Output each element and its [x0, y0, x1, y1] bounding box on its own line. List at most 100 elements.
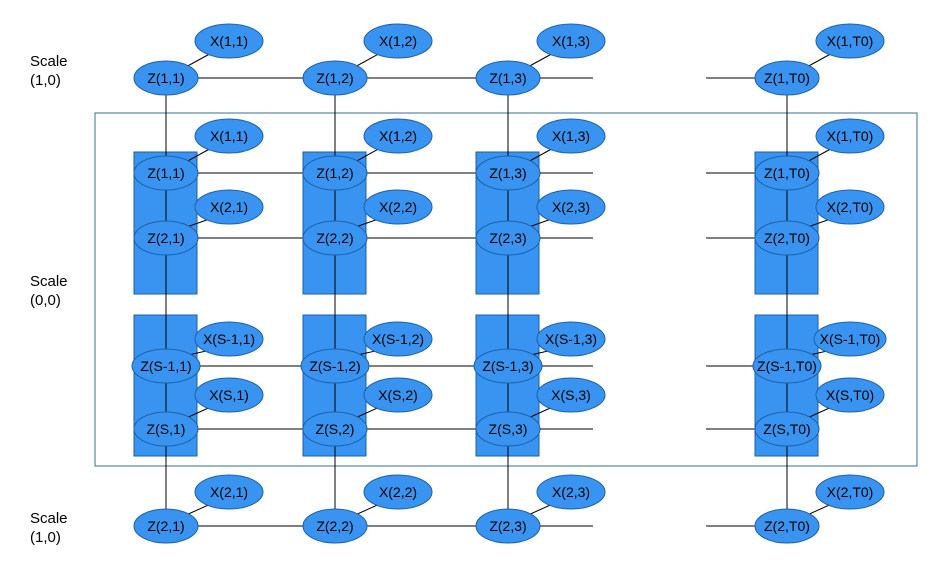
bottom-x-node-4-label: X(2,T0)	[827, 484, 874, 500]
mid3-x-node-3-label: X(S-1,3)	[545, 331, 597, 347]
mid2-z-node-3-label: Z(2,3)	[489, 230, 526, 246]
mid2-z-node-3-shape	[475, 220, 541, 256]
mid4-z-node-3-shape	[475, 411, 541, 447]
mid1-x-node-1-label: X(1,1)	[210, 128, 248, 144]
mid1-x-node-4-shape	[815, 118, 885, 154]
mid1-x-node-1: X(1,1)	[194, 118, 264, 154]
mid3-z-node-1-shape	[131, 348, 201, 384]
top-x-node-3-shape	[536, 23, 606, 59]
mid3-x-node-2-label: X(S-1,2)	[372, 331, 424, 347]
top-z-node-4-shape	[754, 60, 820, 96]
mid3-z-node-1: Z(S-1,1)	[131, 348, 201, 384]
bottom-z-node-3-label: Z(2,3)	[489, 518, 526, 534]
mid3-x-node-2-shape	[363, 321, 433, 357]
mid4-z-node-3-label: Z(S,3)	[489, 421, 528, 437]
mid4-z-node-1: Z(S,1)	[133, 411, 199, 447]
mid3-z-node-4: Z(S-1,T0)	[752, 348, 822, 384]
mid4-x-node-1-label: X(S,1)	[209, 387, 249, 403]
mid1-z-node-4: Z(1,T0)	[754, 155, 820, 191]
top-z-node-1-shape	[133, 60, 199, 96]
mid1-x-node-4: X(1,T0)	[815, 118, 885, 154]
top-x-node-3-label: X(1,3)	[552, 33, 590, 49]
bottom-z-node-1-shape	[133, 508, 199, 544]
scale-label-middle: Scale (0,0)	[30, 272, 68, 310]
mid3-z-node-3: Z(S-1,3)	[473, 348, 543, 384]
mid3-z-node-3-label: Z(S-1,3)	[482, 358, 533, 374]
mid4-x-node-1-shape	[194, 377, 264, 413]
scale-00-frame	[94, 112, 918, 467]
top-x-node-4-shape	[815, 23, 885, 59]
mid4-z-node-1-shape	[133, 411, 199, 447]
top-x-node-2-shape	[363, 23, 433, 59]
mid1-z-node-3: Z(1,3)	[475, 155, 541, 191]
mid1-x-node-3-shape	[536, 118, 606, 154]
mid3-z-node-3-shape	[473, 348, 543, 384]
mid4-x-node-3-shape	[536, 377, 606, 413]
mid1-x-node-3: X(1,3)	[536, 118, 606, 154]
mid2-z-node-4-label: Z(2,T0)	[764, 230, 810, 246]
mid4-z-node-4-label: Z(S,T0)	[763, 421, 810, 437]
scale-label-bottom-line2: (1,0)	[30, 529, 61, 546]
bottom-x-node-2-label: X(2,2)	[379, 484, 417, 500]
mid1-x-node-3-label: X(1,3)	[552, 128, 590, 144]
mid1-x-node-4-label: X(1,T0)	[827, 128, 874, 144]
mid2-z-node-3: Z(2,3)	[475, 220, 541, 256]
mid4-x-node-2: X(S,2)	[363, 377, 433, 413]
scale-label-top-line2: (1,0)	[30, 72, 61, 89]
bottom-z-node-4-label: Z(2,T0)	[764, 518, 810, 534]
mid2-x-node-2-shape	[363, 189, 433, 225]
top-x-node-1-label: X(1,1)	[210, 33, 248, 49]
mid2-x-node-3: X(2,3)	[536, 189, 606, 225]
mid3-z-node-4-shape	[752, 348, 822, 384]
top-x-node-1-shape	[194, 23, 264, 59]
top-x-node-4: X(1,T0)	[815, 23, 885, 59]
bottom-x-node-3-label: X(2,3)	[552, 484, 590, 500]
mid1-z-node-1: Z(1,1)	[133, 155, 199, 191]
top-z-node-4: Z(1,T0)	[754, 60, 820, 96]
top-x-node-2-label: X(1,2)	[379, 33, 417, 49]
mid4-z-node-2-label: Z(S,2)	[316, 421, 355, 437]
mid1-z-node-3-shape	[475, 155, 541, 191]
mid3-x-node-4-shape	[813, 321, 887, 357]
scale-label-middle-line1: Scale	[30, 273, 68, 290]
top-z-node-4-label: Z(1,T0)	[764, 70, 810, 86]
mid1-z-node-4-shape	[754, 155, 820, 191]
top-z-node-1: Z(1,1)	[133, 60, 199, 96]
mid2-x-node-3-label: X(2,3)	[552, 199, 590, 215]
mid2-z-node-1: Z(2,1)	[133, 220, 199, 256]
bottom-z-node-4: Z(2,T0)	[754, 508, 820, 544]
bottom-x-node-2: X(2,2)	[363, 474, 433, 510]
top-x-node-1: X(1,1)	[194, 23, 264, 59]
mid2-x-node-4-shape	[815, 189, 885, 225]
mid3-z-node-2: Z(S-1,2)	[300, 348, 370, 384]
mid2-x-node-3-shape	[536, 189, 606, 225]
bottom-x-node-1: X(2,1)	[194, 474, 264, 510]
mid4-x-node-3-label: X(S,3)	[551, 387, 591, 403]
mid1-x-node-1-shape	[194, 118, 264, 154]
scale-label-bottom: Scale (1,0)	[30, 509, 68, 547]
bottom-z-node-2-shape	[302, 508, 368, 544]
mid2-z-node-4: Z(2,T0)	[754, 220, 820, 256]
mid2-x-node-1-label: X(2,1)	[210, 199, 248, 215]
mid2-z-node-2-label: Z(2,2)	[316, 230, 353, 246]
bottom-z-node-3-shape	[475, 508, 541, 544]
top-z-node-1-label: Z(1,1)	[147, 70, 184, 86]
mid2-x-node-2-label: X(2,2)	[379, 199, 417, 215]
bottom-x-node-1-label: X(2,1)	[210, 484, 248, 500]
mid1-z-node-3-label: Z(1,3)	[489, 165, 526, 181]
mid2-z-node-1-label: Z(2,1)	[147, 230, 184, 246]
bottom-x-node-3-shape	[536, 474, 606, 510]
mid3-x-node-3-shape	[536, 321, 606, 357]
mid3-z-node-2-label: Z(S-1,2)	[309, 358, 360, 374]
mid1-z-node-4-label: Z(1,T0)	[764, 165, 810, 181]
mid1-x-node-2-label: X(1,2)	[379, 128, 417, 144]
mid2-x-node-1-shape	[194, 189, 264, 225]
mid3-z-node-4-label: Z(S-1,T0)	[757, 358, 817, 374]
mid2-z-node-2-shape	[302, 220, 368, 256]
mid4-z-node-2-shape	[302, 411, 368, 447]
top-z-node-3: Z(1,3)	[475, 60, 541, 96]
mid1-z-node-2: Z(1,2)	[302, 155, 368, 191]
nodes: X(1,1) Z(1,1) X(1,2) Z(1,2) X(1,3) Z(1,3) X(1,…	[131, 23, 887, 544]
mid3-x-node-3: X(S-1,3)	[536, 321, 606, 357]
